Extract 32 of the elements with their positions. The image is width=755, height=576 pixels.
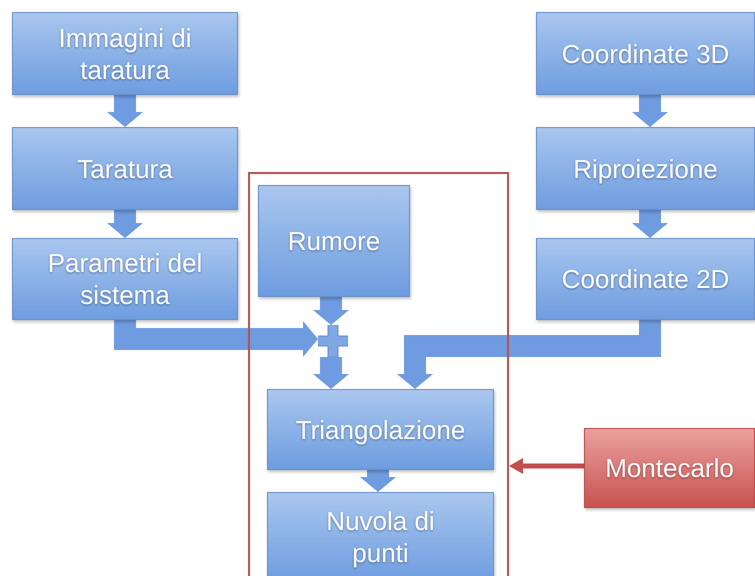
process-box	[267, 492, 494, 576]
process-box	[12, 127, 238, 210]
block-arrow	[107, 210, 143, 238]
block-arrow	[313, 297, 349, 325]
arrow	[509, 458, 584, 474]
process-box	[12, 12, 238, 95]
block-arrow	[114, 320, 318, 357]
box-label: Montecarlo	[604, 452, 735, 484]
process-box	[12, 238, 238, 320]
process-box	[536, 12, 755, 95]
box-label: Riproiezione	[572, 152, 719, 184]
box-label: Parametri del sistema	[46, 247, 204, 311]
block-arrow	[632, 95, 668, 127]
block-arrow	[397, 320, 661, 389]
process-box	[584, 428, 755, 508]
process-box	[536, 238, 755, 320]
process-box	[258, 185, 410, 297]
process-box	[536, 127, 755, 210]
box-label: Nuvola di punti	[325, 505, 436, 569]
box-label: Rumore	[286, 225, 382, 257]
block-arrow	[632, 210, 668, 238]
block-arrow	[313, 357, 349, 389]
box-label: Immagini di taratura	[58, 22, 192, 86]
box-label: Taratura	[76, 152, 174, 184]
process-box	[267, 389, 494, 470]
box-label: Coordinate 3D	[560, 38, 730, 70]
block-arrow	[107, 95, 143, 127]
box-label: Coordinate 2D	[560, 263, 730, 295]
box-label: Triangolazione	[294, 414, 466, 446]
plus-sign-icon	[318, 325, 348, 357]
frame-box	[248, 172, 509, 576]
block-arrow	[360, 470, 396, 492]
